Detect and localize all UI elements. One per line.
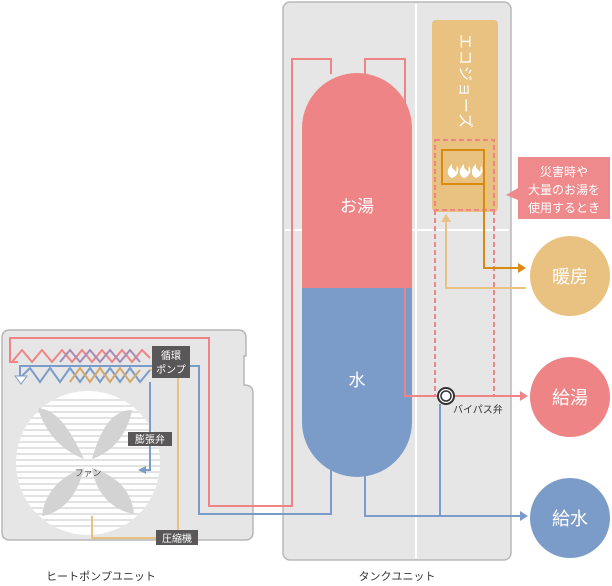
heating-pipe	[483, 150, 518, 269]
heating-arrow	[518, 263, 526, 273]
pump-label-line2: ポンプ	[156, 364, 186, 376]
left-arrow-down	[14, 375, 28, 385]
heating-return-arrow	[441, 214, 451, 222]
compressor-label-bg	[156, 530, 198, 545]
water-label: 水	[349, 371, 366, 391]
cold-pipe-to-heatpump	[19, 365, 332, 515]
compressor-label: 圧縮機	[162, 532, 192, 545]
cold-water-tank	[302, 288, 412, 477]
heating-return-pipe	[445, 218, 526, 289]
hot-pipe-top-left	[9, 58, 332, 507]
bypass-valve-core	[440, 390, 452, 402]
fan-blades	[38, 408, 134, 516]
note-pointer	[506, 188, 518, 200]
note-line3: 使用するとき	[528, 200, 600, 215]
expansion-valve-label: 膨張弁	[135, 433, 165, 446]
cold-pipe-supply	[364, 468, 520, 517]
note-box	[518, 157, 610, 219]
heat-exchanger-tan	[69, 366, 141, 384]
ecojozu-label: エコジョーズ	[457, 34, 475, 129]
flame-icon	[447, 164, 483, 178]
heat-pump-unit-caption: ヒートポンプユニット	[46, 570, 156, 583]
hot-supply-label: 給湯	[552, 388, 588, 409]
refrigerant-arrow	[138, 466, 146, 474]
hot-supply-arrow	[520, 391, 528, 401]
water-supply-circle	[530, 478, 610, 558]
supply-arrow	[520, 511, 528, 521]
note-line2: 大量のお湯を	[528, 183, 600, 197]
hot-supply-circle	[530, 357, 610, 437]
pump-label-bg	[152, 346, 190, 378]
fan-label: ファン	[74, 469, 101, 479]
hot-water-tank	[302, 73, 412, 289]
pump-label-line1: 循環	[161, 349, 181, 362]
hot-pipe-top-right	[364, 58, 440, 397]
heating-circle	[530, 236, 610, 316]
note-line1: 災害時や	[540, 164, 588, 179]
bypass-valve-label: バイパス弁	[453, 403, 503, 416]
heating-label: 暖房	[552, 267, 588, 288]
expansion-valve-label-bg	[128, 432, 172, 446]
hot-water-label: お湯	[340, 197, 374, 217]
heat-exchanger-hot	[11, 348, 151, 364]
water-supply-label: 給水	[552, 509, 588, 530]
tank-unit-caption: タンクユニット	[359, 570, 436, 583]
heat-exchanger-purple	[59, 348, 141, 364]
